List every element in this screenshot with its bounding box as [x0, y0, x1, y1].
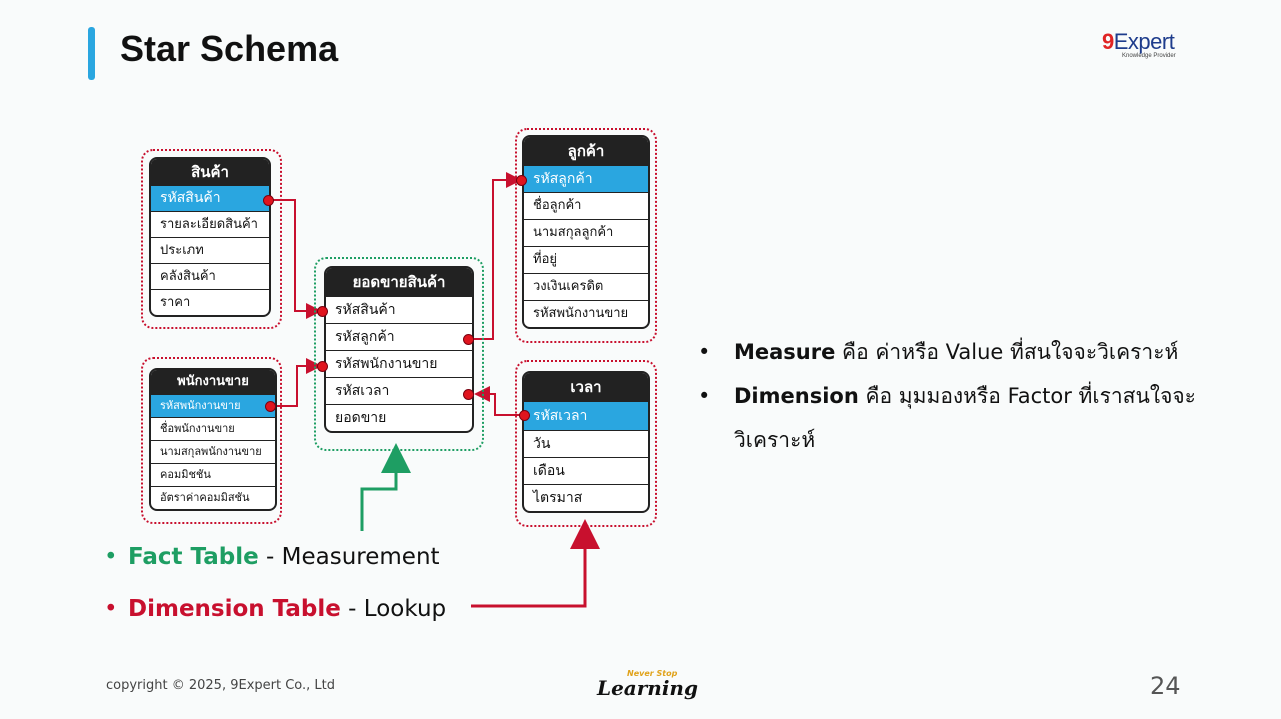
fact-employee-dot [317, 361, 328, 372]
never-stop-learning-logo: Never Stop Learning [597, 669, 698, 705]
employee-row: นามสกุลพนักงานขาย [151, 440, 275, 463]
product-dimension-group [141, 149, 282, 329]
time-dimension-group [515, 360, 657, 527]
footer-copyright: copyright © 2025, 9Expert Co., Ltd [106, 678, 335, 693]
fact-product-dot [317, 306, 328, 317]
customer-row: นามสกุลลูกค้า [524, 219, 648, 246]
customer-row: ชื่อลูกค้า [524, 192, 648, 219]
link-employee-to-fact [270, 358, 322, 407]
logo-wordmark: 9Expert [1102, 29, 1175, 54]
fact-row: รหัสเวลา [326, 377, 472, 404]
link-product-to-fact [269, 199, 322, 319]
employee-key-dot [265, 401, 276, 412]
customer-key-dot [516, 175, 527, 186]
customer-dimension-group [515, 128, 657, 343]
9expert-logo: 9Expert Knowledge Provider [1102, 30, 1194, 62]
time-key-dot [519, 410, 530, 421]
product-row: ประเภท [151, 237, 269, 263]
time-row: วัน [524, 430, 648, 457]
fact-table-group [314, 257, 484, 451]
employee-row: คอมมิชชัน [151, 463, 275, 486]
time-row: เดือน [524, 457, 648, 484]
bullet-dot: • [698, 340, 711, 364]
fact-time-dot [463, 389, 474, 400]
employee-table-header: พนักงานขาย [151, 370, 275, 394]
legend-dimension-table: • Dimension Table - Lookup [104, 594, 446, 624]
customer-key-row: รหัสลูกค้า [524, 165, 648, 192]
employee-row: ชื่อพนักงานขาย [151, 417, 275, 440]
customer-row: ที่อยู่ [524, 246, 648, 273]
definition-dimension: • Dimension คือ มุมมองหรือ Factor ที่เราส… [698, 374, 1218, 462]
legend-text: - Measurement [258, 544, 440, 570]
definition-text: คือ ค่าหรือ Value ที่สนใจจะวิเคราะห์ [835, 340, 1179, 364]
product-row: คลังสินค้า [151, 263, 269, 289]
legend-term: Dimension Table [128, 596, 341, 622]
page-number: 24 [1150, 672, 1181, 700]
customer-row: รหัสพนักงานขาย [524, 300, 648, 327]
customer-table-header: ลูกค้า [524, 137, 648, 165]
link-fact-to-customer [469, 172, 522, 340]
fact-table: ยอดขายสินค้า รหัสสินค้า รหัสลูกค้า รหัสพ… [324, 266, 474, 433]
time-row: ไตรมาส [524, 484, 648, 511]
definition-measure: • Measure คือ ค่าหรือ Value ที่สนใจจะวิเค… [698, 330, 1218, 374]
product-table-header: สินค้า [151, 159, 269, 185]
fact-row: รหัสสินค้า [326, 296, 472, 323]
fact-table-header: ยอดขายสินค้า [326, 268, 472, 296]
time-table: เวลา รหัสเวลา วัน เดือน ไตรมาส [522, 371, 650, 513]
product-table: สินค้า รหัสสินค้า รายละเอียดสินค้า ประเภ… [149, 157, 271, 317]
fact-pointer-arrow [360, 443, 411, 531]
customer-row: วงเงินเครดิต [524, 273, 648, 300]
product-row: ราคา [151, 289, 269, 315]
slide-title: Star Schema [120, 28, 339, 69]
fact-row: รหัสลูกค้า [326, 323, 472, 350]
definition-term: Dimension [734, 384, 859, 408]
logo-number: 9 [1102, 29, 1114, 54]
employee-table: พนักงานขาย รหัสพนักงานขาย ชื่อพนักงานขาย… [149, 368, 277, 511]
customer-table: ลูกค้า รหัสลูกค้า ชื่อลูกค้า นามสกุลลูกค… [522, 135, 650, 329]
fact-customer-dot [463, 334, 474, 345]
logo-name: Expert [1113, 29, 1175, 54]
employee-row: อัตราค่าคอมมิสชัน [151, 486, 275, 509]
fact-row: ยอดขาย [326, 404, 472, 431]
time-table-header: เวลา [524, 373, 648, 401]
legend-fact-table: • Fact Table - Measurement [104, 542, 440, 572]
bullet-dot: • [104, 596, 118, 622]
logo-tagline: Knowledge Provider [1122, 53, 1176, 59]
dimension-pointer-arrow [471, 519, 600, 608]
title-accent-bar [88, 27, 95, 80]
employee-key-row: รหัสพนักงานขาย [151, 394, 275, 417]
definition-term: Measure [734, 340, 836, 364]
legend-text: - Lookup [340, 596, 447, 622]
product-row: รายละเอียดสินค้า [151, 211, 269, 237]
link-time-to-fact [474, 386, 521, 416]
fact-row: รหัสพนักงานขาย [326, 350, 472, 377]
time-key-row: รหัสเวลา [524, 401, 648, 430]
logo-small-text: Never Stop [627, 669, 678, 678]
definition-text: คือ มุมมองหรือ Factor ที่เราสนใจจะวิเครา… [734, 384, 1196, 452]
bullet-dot: • [698, 384, 711, 408]
logo-big-text: Learning [597, 676, 698, 700]
product-key-dot [263, 195, 274, 206]
definitions-list: • Measure คือ ค่าหรือ Value ที่สนใจจะวิเค… [698, 330, 1218, 462]
bullet-dot: • [104, 544, 118, 570]
legend-term: Fact Table [128, 544, 259, 570]
product-key-row: รหัสสินค้า [151, 185, 269, 211]
employee-dimension-group [141, 357, 282, 524]
